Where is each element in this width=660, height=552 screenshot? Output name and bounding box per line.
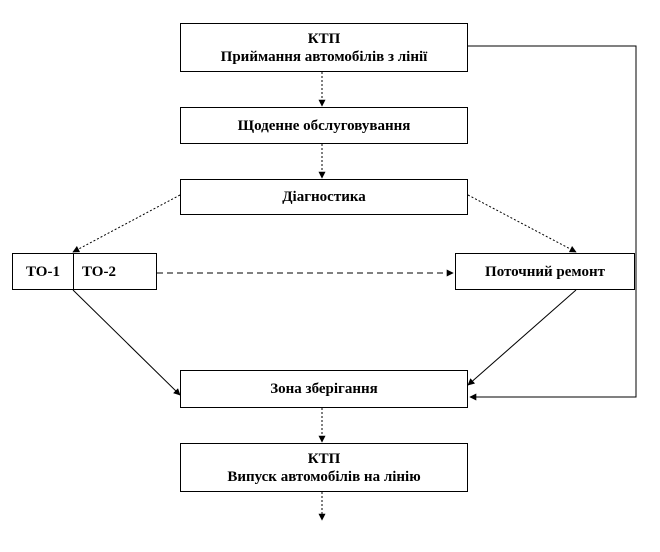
arrow-diagnostics-to-current-repair [467, 194, 577, 253]
storage-zone-label: Зона зберігання [270, 381, 378, 397]
ktp-receiving-subtitle: Приймання автомобілів з лінії [220, 48, 428, 65]
ktp-receiving-box: КТП Приймання автомобілів з лінії [180, 23, 468, 72]
current-repair-box: Поточний ремонт [455, 253, 635, 290]
to1-label: ТО-1 [13, 254, 74, 289]
ktp-release-subtitle: Випуск автомобілів на лінію [227, 468, 421, 485]
diagnostics-label: Діагностика [282, 189, 366, 205]
diagnostics-box: Діагностика [180, 179, 468, 215]
to2-label: ТО-2 [82, 263, 116, 280]
ktp-receiving-title: КТП [307, 30, 341, 47]
ktp-release-box: КТП Випуск автомобілів на лінію [180, 443, 468, 492]
daily-service-box: Щоденне обслуговування [180, 107, 468, 144]
daily-service-label: Щоденне обслуговування [237, 117, 411, 134]
arrow-ktp-bypass-to-storage [468, 45, 637, 401]
storage-zone-box: Зона зберігання [180, 370, 468, 408]
current-repair-label: Поточний ремонт [485, 263, 605, 280]
arrow-maintenance-to-storage [72, 289, 181, 396]
arrow-diagnostics-to-maintenance [72, 194, 181, 253]
arrow-current-repair-to-storage [467, 289, 577, 386]
ktp-release-title: КТП [307, 450, 341, 467]
maintenance-box: ТО-1 ТО-2 [12, 253, 157, 290]
